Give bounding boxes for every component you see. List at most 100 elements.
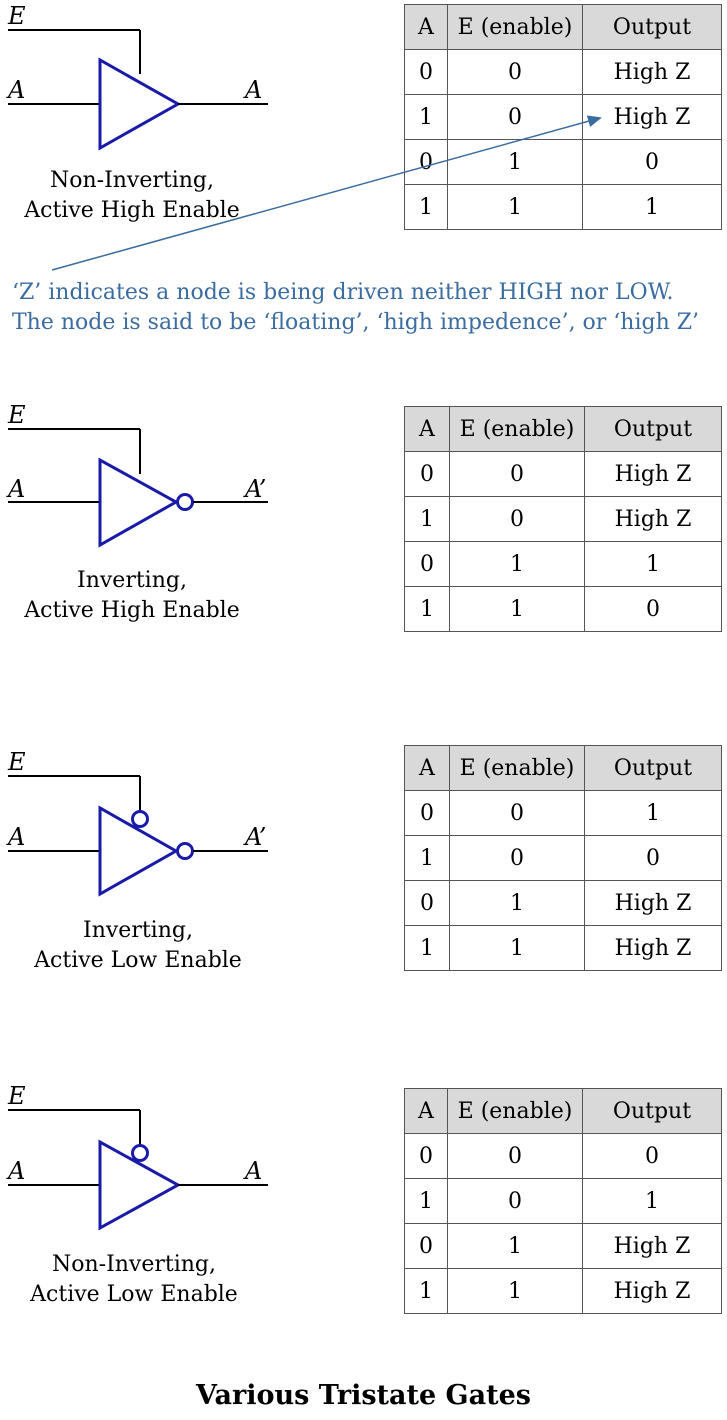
cell-enable: 1 — [449, 880, 585, 926]
output-label: A — [245, 76, 263, 104]
cell-a: 0 — [404, 541, 450, 587]
cell-enable: 1 — [449, 925, 585, 971]
cell-enable: 0 — [447, 1178, 583, 1224]
cell-a: 0 — [404, 49, 448, 95]
header-output: Output — [582, 1088, 722, 1134]
cell-output: High Z — [584, 451, 722, 497]
enable-label: E — [8, 2, 26, 30]
cell-output: 1 — [584, 790, 722, 836]
header-enable: E (enable) — [447, 1088, 583, 1134]
table-header-row: A E (enable) Output — [404, 1088, 722, 1134]
cell-output: 0 — [584, 835, 722, 881]
caption-line-1: Inverting, — [83, 918, 193, 943]
cell-a: 0 — [404, 880, 450, 926]
cell-output: High Z — [584, 496, 722, 542]
header-output: Output — [582, 4, 722, 50]
caption-line-1: Inverting, — [77, 568, 187, 593]
note-line-1: ‘Z’ indicates a node is being driven nei… — [12, 280, 674, 305]
enable-label: E — [8, 748, 26, 776]
cell-enable: 0 — [449, 835, 585, 881]
cell-enable: 1 — [447, 139, 583, 185]
cell-enable: 0 — [449, 451, 585, 497]
table-header-row: A E (enable) Output — [404, 4, 722, 50]
caption-line-2: Active Low Enable — [30, 1282, 238, 1307]
gate-caption: Inverting, Active Low Enable — [8, 916, 268, 976]
inverter-symbol — [8, 428, 268, 548]
output-label: A’ — [245, 823, 267, 851]
gate-non-inverting-active-high: E A A Non-Inverting, Active High Enable — [0, 0, 330, 250]
inverter-active-low-symbol — [8, 775, 268, 897]
cell-output: High Z — [582, 94, 722, 140]
annotation-arrow — [51, 115, 602, 271]
cell-output: 0 — [584, 586, 722, 632]
cell-output: High Z — [582, 1223, 722, 1269]
cell-output: High Z — [582, 1268, 722, 1314]
cell-a: 0 — [404, 790, 450, 836]
table-header-row: A E (enable) Output — [404, 745, 722, 791]
caption-line-1: Non-Inverting, — [49, 168, 215, 193]
gate-non-inverting-active-low: E A A Non-Inverting, Active Low Enable — [0, 1082, 330, 1332]
cell-output: 1 — [582, 184, 722, 230]
cell-output: High Z — [584, 925, 722, 971]
input-label: A — [8, 76, 26, 104]
high-z-note: ‘Z’ indicates a node is being driven nei… — [12, 278, 722, 338]
header-a: A — [404, 406, 450, 452]
cell-enable: 0 — [449, 790, 585, 836]
cell-output: High Z — [582, 49, 722, 95]
input-label: A — [8, 475, 26, 503]
cell-a: 1 — [404, 94, 448, 140]
cell-a: 1 — [404, 835, 450, 881]
gate-caption: Non-Inverting, Active High Enable — [2, 166, 262, 226]
header-a: A — [404, 1088, 448, 1134]
buffer-active-low-symbol — [8, 1109, 268, 1231]
input-label: A — [8, 823, 26, 851]
cell-a: 0 — [404, 1223, 448, 1269]
cell-enable: 0 — [447, 49, 583, 95]
cell-output: 1 — [582, 1178, 722, 1224]
page-title: Various Tristate Gates — [196, 1380, 531, 1411]
enable-label: E — [8, 1082, 26, 1110]
cell-a: 0 — [404, 1133, 448, 1179]
gate-caption: Inverting, Active High Enable — [2, 566, 262, 626]
caption-line-2: Active High Enable — [24, 198, 240, 223]
output-label: A’ — [245, 475, 267, 503]
cell-a: 1 — [404, 586, 450, 632]
buffer-symbol — [8, 29, 268, 151]
cell-output: High Z — [584, 880, 722, 926]
caption-line-1: Non-Inverting, — [51, 1252, 217, 1277]
cell-enable: 0 — [447, 1133, 583, 1179]
caption-line-2: Active High Enable — [24, 598, 240, 623]
cell-a: 1 — [404, 925, 450, 971]
cell-a: 1 — [404, 496, 450, 542]
table-header-row: A E (enable) Output — [404, 406, 722, 452]
cell-enable: 0 — [449, 496, 585, 542]
cell-output: 1 — [584, 541, 722, 587]
output-label: A — [245, 1157, 263, 1185]
cell-enable: 1 — [447, 184, 583, 230]
note-line-2: The node is said to be ‘floating’, ‘high… — [12, 310, 700, 335]
header-output: Output — [584, 406, 722, 452]
cell-a: 1 — [404, 1268, 448, 1314]
cell-enable: 1 — [449, 586, 585, 632]
cell-a: 1 — [404, 1178, 448, 1224]
header-a: A — [404, 745, 450, 791]
enable-label: E — [8, 401, 26, 429]
